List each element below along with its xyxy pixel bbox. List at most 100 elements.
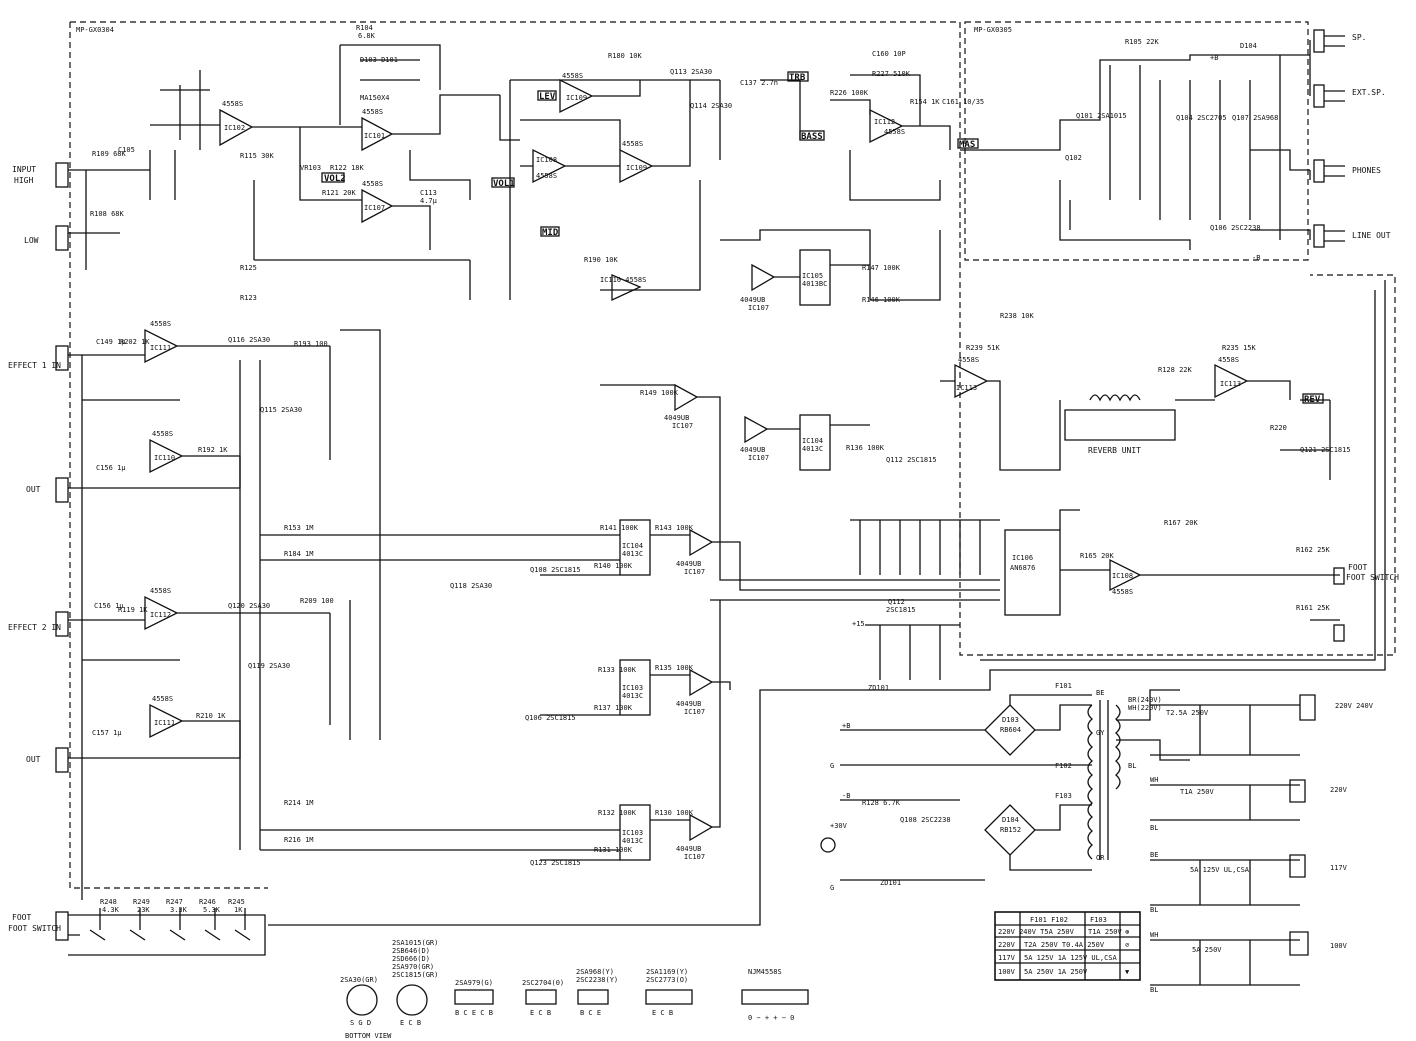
svg-text:F101: F101 xyxy=(1055,682,1072,690)
label-foot-switch-left: FOOT SWITCH xyxy=(8,924,61,933)
foot-switch-block: FOOT FOOT SWITCH R248 4.3K R249 23K R247… xyxy=(8,898,266,956)
label-input: INPUT xyxy=(12,165,36,174)
output-jacks: SP. EXT.SP. PHONES LINE OUT xyxy=(1309,29,1391,248)
svg-text:4558S: 4558S xyxy=(958,356,979,364)
svg-text:Q121 2SC1815: Q121 2SC1815 xyxy=(1300,446,1351,454)
fs-r248-ref: R248 xyxy=(100,898,117,906)
label-phones: PHONES xyxy=(1352,166,1381,175)
svg-text:4558S: 4558S xyxy=(362,180,383,188)
svg-text:4013C: 4013C xyxy=(622,837,643,845)
svg-text:WH(220V): WH(220V) xyxy=(1128,704,1162,712)
svg-text:B C E: B C E xyxy=(580,1009,601,1017)
svg-text:E C B: E C B xyxy=(652,1009,673,1017)
pinout-2sc2704: 2SC2704(0) E C B xyxy=(522,979,564,1017)
label-foot-switch-right: FOOT SWITCH xyxy=(1346,573,1399,582)
svg-text:R115 30K: R115 30K xyxy=(240,152,275,160)
svg-text:R105 22K: R105 22K xyxy=(1125,38,1160,46)
svg-text:4558S: 4558S xyxy=(536,172,557,180)
svg-text:RB604: RB604 xyxy=(1000,726,1021,734)
svg-text:IC104: IC104 xyxy=(802,437,823,445)
label-foot-switch-left-a: FOOT xyxy=(12,913,31,922)
fuse-hdr-1: F103 xyxy=(1090,916,1107,924)
svg-text:E C B: E C B xyxy=(530,1009,551,1017)
ic112-symbol xyxy=(869,108,904,144)
svg-text:IC112: IC112 xyxy=(150,611,171,619)
fuse-row-1: 220V xyxy=(998,941,1016,949)
ic111b-symbol xyxy=(149,703,184,739)
ic112b-symbol xyxy=(144,595,179,631)
ctrl-rev: REV xyxy=(1304,395,1321,405)
svg-text:R147 100K: R147 100K xyxy=(862,264,901,272)
label-ext-sp: EXT.SP. xyxy=(1352,88,1386,97)
ic110-symbol xyxy=(149,438,184,474)
svg-text:R135 100K: R135 100K xyxy=(655,664,694,672)
svg-text:-B: -B xyxy=(1252,254,1260,262)
svg-text:R161 25K: R161 25K xyxy=(1296,604,1331,612)
svg-text:IC108: IC108 xyxy=(536,156,557,164)
svg-text:2SB646(D): 2SB646(D) xyxy=(392,947,430,955)
svg-text:R249: R249 xyxy=(133,898,150,906)
label-out2: OUT xyxy=(26,755,41,764)
svg-text:R123: R123 xyxy=(240,294,257,302)
svg-text:R143 100K: R143 100K xyxy=(655,524,694,532)
svg-text:2SC2238(Y): 2SC2238(Y) xyxy=(576,976,618,984)
svg-text:Q115 2SA30: Q115 2SA30 xyxy=(260,406,302,414)
board-outline-power: MP-GX0305 xyxy=(964,21,1309,261)
svg-text:G: G xyxy=(830,884,834,892)
logic-section: IC104 4013C IC103 4013C IC103 4013C IC10… xyxy=(525,180,1000,867)
svg-text:T1A 250V: T1A 250V xyxy=(1088,928,1123,936)
jack-high xyxy=(55,162,69,188)
svg-text:2SA30(GR): 2SA30(GR) xyxy=(340,976,378,984)
svg-text:IC103: IC103 xyxy=(622,684,643,692)
svg-text:MA150X4: MA150X4 xyxy=(360,94,390,102)
svg-text:R132 100K: R132 100K xyxy=(598,809,637,817)
svg-text:R165 20K: R165 20K xyxy=(1080,552,1115,560)
pinout-2sa979: 2SA979(G) B C E C B xyxy=(454,979,494,1017)
svg-text:Q114 2SA30: Q114 2SA30 xyxy=(690,102,732,110)
svg-text:4558S: 4558S xyxy=(622,140,643,148)
svg-text:R137 100K: R137 100K xyxy=(594,704,633,712)
svg-text:IC107: IC107 xyxy=(364,204,385,212)
svg-text:4558S: 4558S xyxy=(884,128,905,136)
svg-text:C160 10P: C160 10P xyxy=(872,50,906,58)
svg-text:C149 1μ: C149 1μ xyxy=(96,338,126,346)
svg-text:C157 1μ: C157 1μ xyxy=(92,729,122,737)
svg-text:BL: BL xyxy=(1150,824,1158,832)
label-plus30v: +30V xyxy=(830,822,848,830)
ctrl-bass: BASS xyxy=(801,132,823,142)
svg-text:R146 100K: R146 100K xyxy=(862,296,901,304)
svg-text:RB152: RB152 xyxy=(1000,826,1021,834)
mains-117: 5A 125V UL,CSA 117V BE BL xyxy=(1150,851,1348,914)
label-g: G xyxy=(830,762,834,770)
svg-text:BE: BE xyxy=(1150,851,1158,859)
label-high: HIGH xyxy=(14,176,33,185)
svg-text:2SA979(G): 2SA979(G) xyxy=(455,979,493,987)
svg-text:IC113: IC113 xyxy=(1220,380,1241,388)
svg-text:D104: D104 xyxy=(1240,42,1257,50)
svg-text:4049UB: 4049UB xyxy=(676,700,701,708)
svg-text:F103: F103 xyxy=(1055,792,1072,800)
label-plus-b: +B xyxy=(842,722,850,730)
svg-text:4558S: 4558S xyxy=(362,108,383,116)
label-minus-b: -B xyxy=(842,792,850,800)
svg-text:4013C: 4013C xyxy=(622,550,643,558)
svg-text:R235 15K: R235 15K xyxy=(1222,344,1257,352)
fuse-row-0: 220V 240V T5A 250V xyxy=(998,928,1075,936)
svg-text:4558S: 4558S xyxy=(152,695,173,703)
return-bus xyxy=(268,280,1386,926)
ctrl-vol1: VOL1 xyxy=(493,179,515,189)
label-sp: SP. xyxy=(1352,33,1366,42)
svg-text:R239 51K: R239 51K xyxy=(966,344,1001,352)
transformer xyxy=(1099,700,1109,860)
power-amp: R105 22K Q101 2SA1015 Q102 Q104 2SC2705 … xyxy=(1000,38,1311,262)
ctrl-mid: MID xyxy=(542,228,559,238)
svg-text:4558S: 4558S xyxy=(562,72,583,80)
svg-text:IC107: IC107 xyxy=(684,708,705,716)
jack-ext-sp xyxy=(1313,84,1325,108)
svg-text:R125: R125 xyxy=(240,264,257,272)
label-bottom-view: BOTTOM VIEW xyxy=(345,1032,392,1040)
svg-text:D104: D104 xyxy=(1002,816,1019,824)
svg-text:T2.5A 250V: T2.5A 250V xyxy=(1166,709,1209,717)
svg-text:IC107: IC107 xyxy=(748,454,769,462)
svg-text:E C B: E C B xyxy=(400,1019,421,1027)
